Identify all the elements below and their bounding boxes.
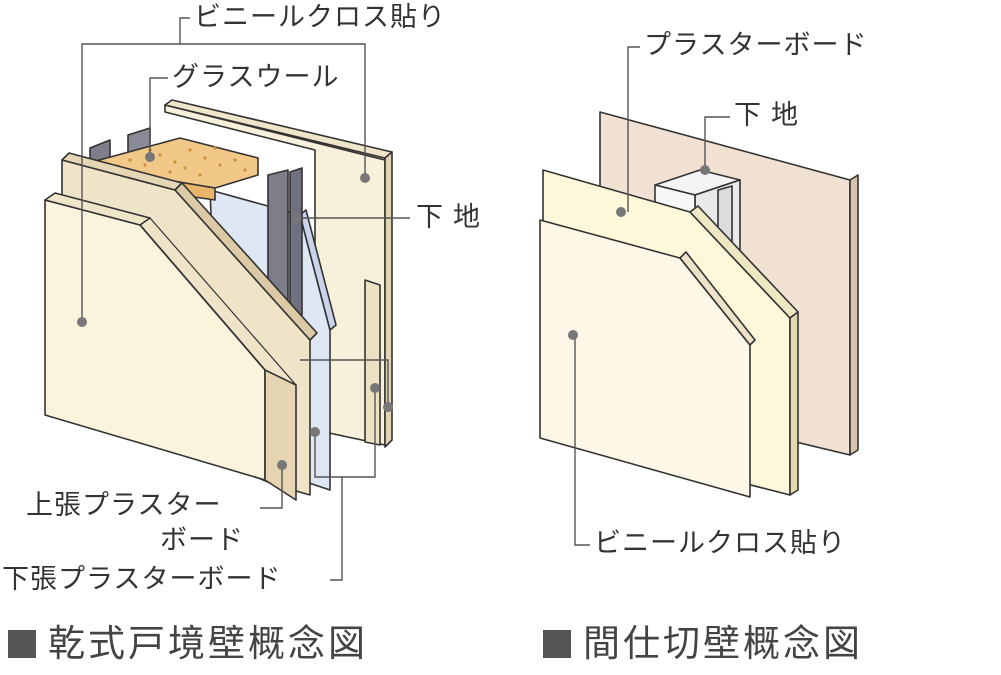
dot-studs-right xyxy=(700,165,710,175)
leader-plaster-board xyxy=(627,46,640,212)
dot-glass-wool xyxy=(145,152,155,162)
dot-vinyl-front xyxy=(77,317,87,327)
right-plaster-board-edge xyxy=(789,311,799,496)
blue-panel-edge xyxy=(299,209,337,331)
label-studs-left: 下地 xyxy=(416,202,490,233)
lower-board-side xyxy=(174,182,318,341)
figure-title-right: 間仕切壁概念図 xyxy=(543,622,863,666)
figure-title-right-text: 間仕切壁概念図 xyxy=(583,622,863,665)
dot-upper-board xyxy=(277,460,287,470)
leader-lines xyxy=(81,17,730,581)
leader-lower-board-branch2 xyxy=(300,359,389,407)
label-glass-wool: グラスウール xyxy=(172,62,340,93)
dot-studs-left xyxy=(291,213,301,223)
title-square-icon xyxy=(8,630,36,658)
dot-lower-board-3 xyxy=(383,402,393,412)
upper-board-layer-line xyxy=(149,217,297,386)
dot-lower-board-1 xyxy=(310,427,320,437)
leader-vinyl-top-branch xyxy=(180,43,366,178)
right-vinyl-face xyxy=(539,219,751,498)
glass-wool-texture xyxy=(116,146,247,177)
dot-plaster-board xyxy=(616,207,626,217)
dot-lower-board-2 xyxy=(370,383,380,393)
leader-glass-wool xyxy=(149,77,168,157)
leader-vinyl-bottom xyxy=(574,335,590,546)
label-upper-board-line1: 上張プラスター xyxy=(26,490,222,521)
upper-board-thickness xyxy=(139,224,297,501)
label-plaster-board: プラスターボード xyxy=(644,30,868,61)
left-wall-illustration xyxy=(44,99,393,501)
label-upper-board-line2: ボード xyxy=(160,525,244,556)
dot-vinyl-back xyxy=(360,173,370,183)
right-back-board-side xyxy=(849,174,859,456)
leader-lower-board-branch xyxy=(314,432,342,478)
callout-dots xyxy=(77,152,710,470)
leader-studs-right xyxy=(704,116,730,170)
leader-upper-board xyxy=(260,465,283,509)
label-lower-board: 下張プラスターボード xyxy=(2,564,282,595)
stud-right-2 xyxy=(289,167,303,321)
back-board-second-layer xyxy=(364,279,381,446)
right-wall-illustration xyxy=(539,111,859,498)
title-square-icon xyxy=(543,630,571,658)
label-vinyl-cloth-top: ビニールクロス貼り xyxy=(194,2,446,33)
figure-title-left: 乾式戸境壁概念図 xyxy=(8,622,368,666)
back-board-side xyxy=(384,151,393,448)
label-vinyl-cloth-right: ビニールクロス貼り xyxy=(594,528,846,559)
label-studs-right: 下地 xyxy=(734,100,808,131)
dot-vinyl-right xyxy=(568,330,578,340)
right-vinyl-edge xyxy=(679,251,756,346)
figure-title-left-text: 乾式戸境壁概念図 xyxy=(48,622,368,665)
